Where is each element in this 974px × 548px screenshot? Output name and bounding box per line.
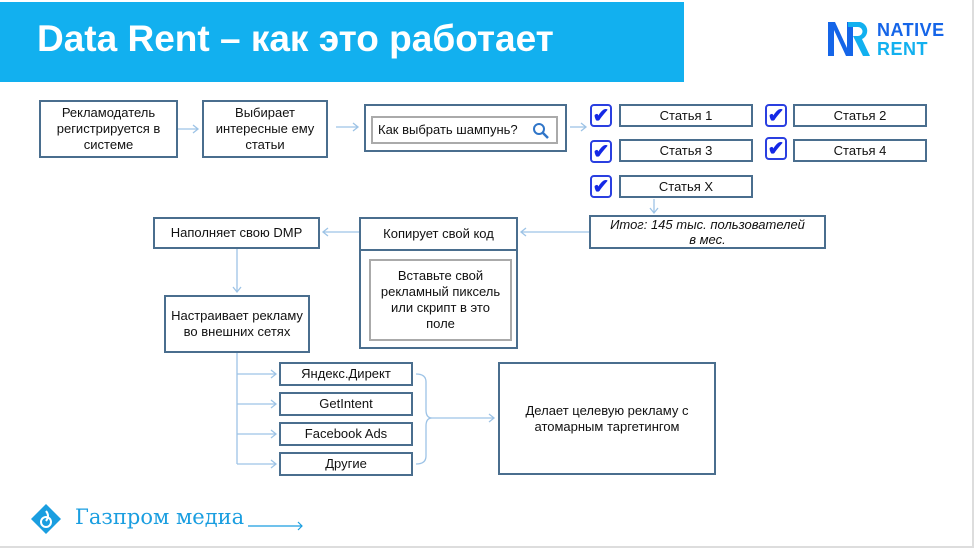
pixel-input[interactable]: Вставьте свой рекламный пиксель или скри… [369, 259, 512, 341]
total-line1: Итог: 145 тыс. пользователей [610, 217, 805, 232]
article-checkbox-4[interactable]: ✔ [765, 137, 787, 160]
logo-line1: NATIVE [877, 20, 945, 40]
network-yandex: Яндекс.Директ [279, 362, 413, 386]
header-bar [0, 2, 684, 82]
gazprom-media-logo: Газпром медиа [30, 502, 310, 536]
step-choose: Выбирает интересные ему статьи [202, 100, 328, 158]
footer-brand: Газпром медиа [75, 505, 245, 529]
article-1: Статья 1 [619, 104, 753, 127]
article-checkbox-3[interactable]: ✔ [590, 140, 612, 163]
nr-logo-icon [828, 22, 870, 56]
network-other: Другие [279, 452, 413, 476]
step-register: Рекламодатель регистрируется в системе [39, 100, 178, 158]
native-rent-logo: NATIVE RENT [828, 20, 948, 60]
search-input[interactable]: Как выбрать шампунь? [371, 116, 558, 144]
article-2: Статья 2 [793, 104, 927, 127]
logo-line2: RENT [877, 39, 928, 59]
network-getintent: GetIntent [279, 392, 413, 416]
copy-code-label: Копирует свой код [361, 219, 516, 251]
step-setup: Настраивает рекламу во внешних сетях [164, 295, 310, 353]
article-4: Статья 4 [793, 139, 927, 162]
step-result: Делает целевую рекламу с атомарным тарге… [498, 362, 716, 475]
article-checkbox-2[interactable]: ✔ [765, 104, 787, 127]
total-audience: Итог: 145 тыс. пользователей в мес. [589, 215, 826, 249]
article-3: Статья 3 [619, 139, 753, 162]
article-checkbox-x[interactable]: ✔ [590, 175, 612, 198]
search-query: Как выбрать шампунь? [378, 122, 518, 137]
search-panel: Как выбрать шампунь? [364, 104, 567, 152]
article-checkbox-1[interactable]: ✔ [590, 104, 612, 127]
gazprom-flame-icon [31, 504, 61, 534]
footer-arrow-icon [248, 521, 303, 531]
step-dmp: Наполняет свою DMP [153, 217, 320, 249]
total-line2: в мес. [689, 232, 726, 247]
network-facebook: Facebook Ads [279, 422, 413, 446]
search-icon[interactable] [532, 122, 550, 140]
copy-code-panel: Копирует свой код Вставьте свой рекламны… [359, 217, 518, 349]
page-title: Data Rent – как это работает [37, 18, 554, 59]
article-x: Статья X [619, 175, 753, 198]
